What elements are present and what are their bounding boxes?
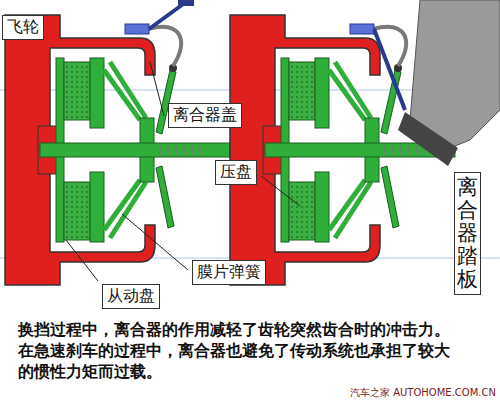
- part-label: 膜片弹簧: [192, 260, 266, 285]
- leg: [398, 112, 458, 166]
- leader-line: [150, 62, 164, 116]
- pedal-right: [374, 29, 405, 110]
- pedal-left: [149, 2, 186, 29]
- leader-line: [66, 240, 98, 281]
- leader-line: [66, 62, 300, 281]
- part-label: 离合器盖: [168, 103, 242, 128]
- leader-line: [122, 214, 188, 270]
- leg: [398, 0, 500, 166]
- clutch-engaged: [5, 15, 230, 285]
- part-label: 离合器踏板: [454, 172, 481, 295]
- leader-line: [261, 176, 300, 206]
- pedal-right: [374, 29, 405, 110]
- part-label: 飞轮: [2, 15, 44, 40]
- watermark: 汽车之家 AUTOHOME.COM.CN: [350, 386, 496, 400]
- caption: 换挡过程中，离合器的作用减轻了齿轮突然齿合时的冲击力。 在急速刹车的过程中，离合…: [18, 320, 463, 382]
- pedal-left: [149, 0, 194, 29]
- pedal-left: [178, 0, 194, 6]
- part-label: 压盘: [215, 160, 257, 185]
- part-label: 从动盘: [102, 284, 160, 309]
